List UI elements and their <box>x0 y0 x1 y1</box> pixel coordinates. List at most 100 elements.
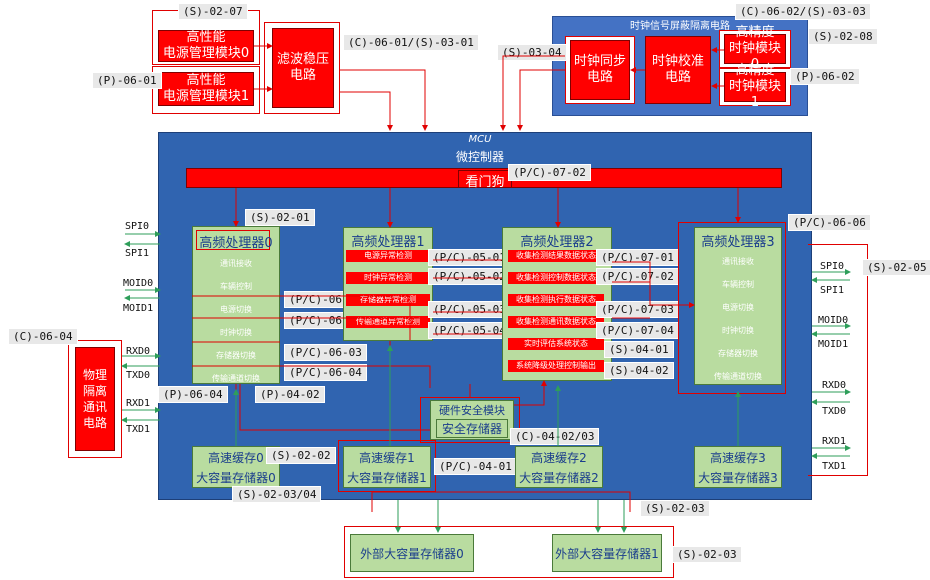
tag-right-comm: (S)-02-05 <box>862 259 930 276</box>
tag-p0-b1: (P)-06-04 <box>158 386 228 403</box>
left-io-spi1: SPI1 <box>125 248 150 259</box>
tag-proc3: (P/C)-06-06 <box>788 214 871 231</box>
tag-cache0-bottom: (S)-02-03/04 <box>232 486 322 503</box>
p0-row-5: 存储器切换 <box>216 351 256 360</box>
tag-hp0: (S)-02-08 <box>808 28 878 45</box>
tag-p1-r3: (P/C)-05-03 <box>428 301 511 318</box>
left-txd1: TXD1 <box>126 424 151 435</box>
p0-row-4: 时钟切换 <box>220 328 252 337</box>
tag-external-bus: (S)-02-03 <box>640 500 710 517</box>
p2-row-4: 收集检测通讯数据状态 <box>508 316 604 328</box>
tag-power-mod1: (P)-06-01 <box>92 72 162 89</box>
tag-hp1: (P)-06-02 <box>790 68 860 85</box>
tag-security: (C)-04-02/03 <box>510 428 600 445</box>
p2-row-1: 收集检测结果数据状态 <box>508 250 604 262</box>
right-io-moid1: MOID1 <box>818 339 849 350</box>
filter-outline <box>264 22 340 114</box>
clock-shield-title: 时钟信号屏蔽隔离电路 <box>630 21 730 32</box>
phys-isolation-comm: 物理 隔离 通讯 电路 <box>75 347 115 451</box>
p3-row-1: 通讯接收 <box>722 257 754 266</box>
p3-row-5: 存储器切换 <box>718 349 758 358</box>
tag-p0-b2: (P)-04-02 <box>255 386 325 403</box>
left-io-spi0: SPI0 <box>125 221 150 232</box>
tag-p0-r4: (P/C)-06-04 <box>284 364 367 381</box>
tag-phys: (C)-06-04 <box>8 328 78 345</box>
p2-row-3: 收集检测执行数据状态 <box>508 294 604 306</box>
tag-cache0: (S)-02-02 <box>266 447 336 464</box>
p3-row-2: 车辆控制 <box>722 280 754 289</box>
clock-sync: 时钟同步 电路 <box>570 40 630 100</box>
right-comm-outline <box>808 244 868 476</box>
right-io-moid0: MOID0 <box>818 315 849 326</box>
right-io-spi1: SPI1 <box>820 285 845 296</box>
tag-p0-r3: (P/C)-06-03 <box>284 344 367 361</box>
left-rxd1: RXD1 <box>126 398 151 409</box>
processor-3-outline <box>678 222 786 394</box>
p3-rows: 通讯接收 车辆控制 电源切换 时钟切换 存储器切换 传输通道切换 <box>694 250 782 388</box>
left-io-moid0: MOID0 <box>123 278 154 289</box>
tag-proc0: (S)-02-01 <box>245 209 315 226</box>
left-io-moid1: MOID1 <box>123 303 154 314</box>
left-rxd0: RXD0 <box>126 346 151 357</box>
tag-p2-r5: (S)-04-01 <box>604 341 674 358</box>
cache-block-1 <box>343 446 431 488</box>
cache-block-0 <box>192 446 280 488</box>
mcu-title-en: MCU <box>468 134 492 145</box>
bulk-2: 大容量存储器2 <box>519 471 599 485</box>
bulk-1: 大容量存储器1 <box>347 471 427 485</box>
clock-calibration: 时钟校准 电路 <box>645 36 711 104</box>
cache-2: 高速缓存2 <box>531 451 587 465</box>
filter-regulator: 滤波稳压 电路 <box>272 28 334 108</box>
tag-clock-top: (C)-06-02/(S)-03-03 <box>735 3 871 20</box>
security-module <box>430 400 514 440</box>
p1-row-2: 时钟异常检测 <box>346 272 430 284</box>
tag-p2-r6: (S)-04-02 <box>604 362 674 379</box>
power-mod1-outline <box>152 66 260 114</box>
cache-0: 高速缓存0 <box>208 451 264 465</box>
security-store: 安全存储器 <box>436 419 508 438</box>
power-module-0: 高性能 电源管理模块0 <box>158 30 254 62</box>
bulk-3: 大容量存储器3 <box>698 471 778 485</box>
p2-row-6: 系统降级处理控制输出 <box>508 360 604 372</box>
p0-row-2: 车辆控制 <box>220 282 252 291</box>
mcu-title-cn: 微控制器 <box>455 150 504 164</box>
tag-power-mod0: (S)-02-07 <box>178 3 248 20</box>
right-rxd0: RXD0 <box>822 380 847 391</box>
cache-1: 高速缓存1 <box>359 451 415 465</box>
tag-p1-r1: (P/C)-05-01 <box>428 249 511 266</box>
p1-rows: 电源异常检测 时钟异常检测 存储器异常检测 传输通道异常检测 <box>346 250 430 328</box>
tag-watchdog: (P/C)-07-02 <box>508 164 591 181</box>
p1-row-4: 传输通道异常检测 <box>346 316 430 328</box>
tag-filter: (C)-06-01/(S)-03-01 <box>343 34 479 51</box>
tag-p2-r4: (P/C)-07-04 <box>596 322 679 339</box>
security-title: 硬件安全模块 <box>439 404 505 417</box>
processor-2-title: 高频处理器2 <box>520 235 594 250</box>
cache-block-3 <box>694 446 782 488</box>
p1-row-1: 电源异常检测 <box>346 250 430 262</box>
right-rxd1: RXD1 <box>822 436 847 447</box>
processor-0-title-frame <box>196 230 270 250</box>
left-txd0: TXD0 <box>126 370 151 381</box>
cache-3: 高速缓存3 <box>710 451 766 465</box>
p3-row-3: 电源切换 <box>722 303 754 312</box>
processor-1-title: 高频处理器1 <box>351 235 425 250</box>
processor-3-title: 高频处理器3 <box>701 235 775 250</box>
bulk-0: 大容量存储器0 <box>196 471 276 485</box>
p0-row-3: 电源切换 <box>220 305 252 314</box>
p2-row-5: 实时评估系统状态 <box>508 338 604 350</box>
p3-row-6: 传输通道切换 <box>714 372 762 381</box>
p0-row-1: 通讯接收 <box>220 259 252 268</box>
external-storage-1: 外部大容量存储器1 <box>552 534 662 572</box>
cache-block-2 <box>515 446 603 488</box>
p2-rows: 收集检测结果数据状态 收集检测控制数据状态 收集检测执行数据状态 收集检测通讯数… <box>508 250 604 372</box>
power-module-1: 高性能 电源管理模块1 <box>158 72 254 106</box>
p0-row-6: 传输通道切换 <box>212 374 260 383</box>
right-io-spi0: SPI0 <box>820 261 845 272</box>
p2-row-2: 收集检测控制数据状态 <box>508 272 604 284</box>
right-txd1: TXD1 <box>822 461 847 472</box>
right-txd0: TXD0 <box>822 406 847 417</box>
p0-rows: 通讯接收 车辆控制 电源切换 时钟切换 存储器切换 传输通道切换 <box>192 252 280 390</box>
processor-0-title: 高频处理器0 <box>199 236 273 251</box>
